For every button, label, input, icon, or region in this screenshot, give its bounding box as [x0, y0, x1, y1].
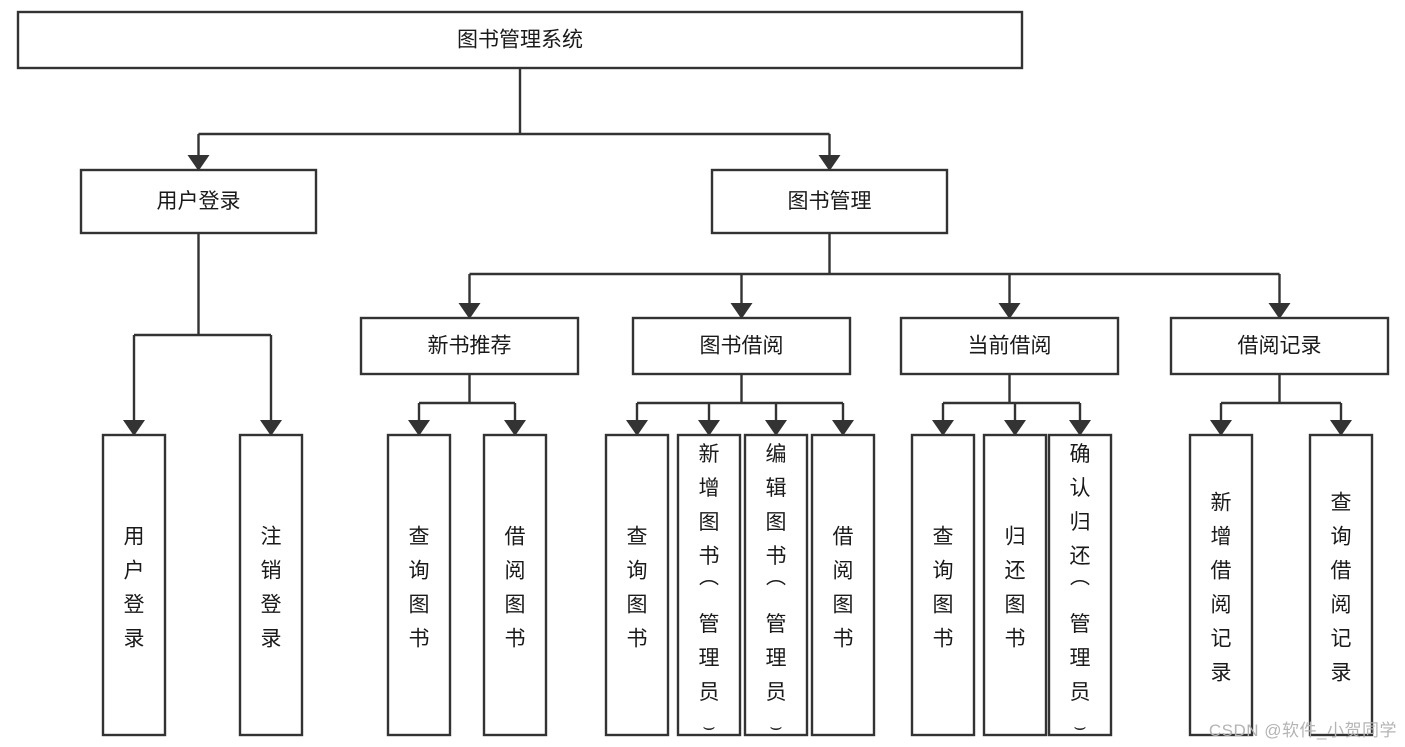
arrow-head-icon — [932, 420, 954, 436]
node-leaf-return-book[interactable]: 归还图书 — [982, 433, 1048, 737]
node-leaf-confirm-return[interactable]: 确认归还⌒管理员⌣ — [1047, 433, 1113, 738]
node-current[interactable]: 当前借阅 — [899, 316, 1120, 376]
arrow-head-icon — [408, 420, 430, 436]
edge-layer — [123, 68, 1352, 436]
edge-group-borrow — [626, 374, 854, 436]
node-label: 归还图书 — [1005, 526, 1026, 651]
node-box — [810, 433, 876, 737]
node-root[interactable]: 图书管理系统 — [16, 10, 1024, 70]
node-leaf-add-book[interactable]: 新增图书⌒管理员⌣ — [676, 433, 742, 738]
node-label: 用户登录 — [124, 526, 145, 651]
node-box — [1188, 433, 1254, 737]
node-label: 新书推荐 — [428, 335, 512, 358]
node-label: 新增图书⌒管理员⌣ — [699, 443, 720, 738]
node-box — [676, 433, 742, 737]
node-label: 查询借阅记录 — [1331, 492, 1352, 685]
node-label: 图书管理系统 — [457, 29, 583, 52]
node-box — [16, 10, 1024, 70]
node-leaf-query-book-1[interactable]: 查询图书 — [386, 433, 452, 737]
node-box — [631, 316, 852, 376]
node-label: 新增借阅记录 — [1211, 492, 1232, 685]
node-label: 查询图书 — [933, 526, 954, 651]
edge-group-bookmgmt — [458, 233, 1291, 319]
node-label: 确认归还⌒管理员⌣ — [1070, 443, 1091, 738]
node-box — [482, 433, 548, 737]
node-box — [386, 433, 452, 737]
watermark: CSDN @软件_小贺同学 — [1208, 721, 1397, 740]
node-label: 注销登录 — [261, 526, 282, 651]
node-leaf-edit-book[interactable]: 编辑图书⌒管理员⌣ — [743, 433, 809, 738]
node-label: 用户登录 — [157, 190, 241, 213]
arrow-head-icon — [998, 303, 1021, 319]
edge-group-newbooks — [408, 374, 526, 436]
node-label: 编辑图书⌒管理员⌣ — [766, 443, 787, 738]
arrow-head-icon — [1069, 420, 1091, 436]
node-box — [79, 168, 318, 235]
node-box — [910, 433, 976, 737]
node-login[interactable]: 用户登录 — [79, 168, 318, 235]
arrow-head-icon — [832, 420, 854, 436]
arrow-head-icon — [504, 420, 526, 436]
node-box — [710, 168, 949, 235]
node-records[interactable]: 借阅记录 — [1169, 316, 1390, 376]
arrow-head-icon — [1004, 420, 1026, 436]
node-label: 图书管理 — [788, 190, 872, 213]
node-box — [1047, 433, 1113, 737]
arrow-head-icon — [765, 420, 787, 436]
node-label: 借阅图书 — [505, 526, 526, 651]
arrow-head-icon — [458, 303, 481, 319]
node-box — [238, 433, 304, 737]
node-leaf-query-book-2[interactable]: 查询图书 — [604, 433, 670, 737]
node-leaf-add-record[interactable]: 新增借阅记录 — [1188, 433, 1254, 737]
arrow-head-icon — [1210, 420, 1232, 436]
arrow-head-icon — [818, 155, 841, 171]
node-leaf-user-login[interactable]: 用户登录 — [101, 433, 167, 737]
node-label: 当前借阅 — [968, 335, 1052, 358]
arrow-head-icon — [1268, 303, 1291, 319]
node-leaf-borrow-book-2[interactable]: 借阅图书 — [810, 433, 876, 737]
edge-group-login — [123, 233, 282, 436]
edge-group-root — [187, 68, 841, 171]
arrow-head-icon — [1330, 420, 1352, 436]
node-bookmgmt[interactable]: 图书管理 — [710, 168, 949, 235]
node-leaf-query-record[interactable]: 查询借阅记录 — [1308, 433, 1374, 737]
node-box — [359, 316, 580, 376]
edge-group-current — [932, 374, 1091, 436]
node-box — [982, 433, 1048, 737]
arrow-head-icon — [698, 420, 720, 436]
node-box — [604, 433, 670, 737]
node-borrow[interactable]: 图书借阅 — [631, 316, 852, 376]
node-box — [1169, 316, 1390, 376]
arrow-head-icon — [730, 303, 753, 319]
node-label: 图书借阅 — [700, 335, 784, 358]
node-box — [101, 433, 167, 737]
node-label: 借阅图书 — [833, 526, 854, 651]
node-leaf-query-book-3[interactable]: 查询图书 — [910, 433, 976, 737]
arrow-head-icon — [123, 420, 145, 436]
node-leaf-logout[interactable]: 注销登录 — [238, 433, 304, 737]
node-box — [1308, 433, 1374, 737]
node-label: 查询图书 — [409, 526, 430, 651]
node-layer: 图书管理系统用户登录图书管理新书推荐图书借阅当前借阅借阅记录用户登录注销登录查询… — [16, 10, 1390, 738]
edge-group-records — [1210, 374, 1352, 436]
arrow-head-icon — [626, 420, 648, 436]
arrow-head-icon — [260, 420, 282, 436]
node-box — [743, 433, 809, 737]
node-box — [899, 316, 1120, 376]
node-newbooks[interactable]: 新书推荐 — [359, 316, 580, 376]
node-label: 查询图书 — [627, 526, 648, 651]
node-leaf-borrow-book-1[interactable]: 借阅图书 — [482, 433, 548, 737]
arrow-head-icon — [187, 155, 210, 171]
node-label: 借阅记录 — [1238, 335, 1322, 358]
